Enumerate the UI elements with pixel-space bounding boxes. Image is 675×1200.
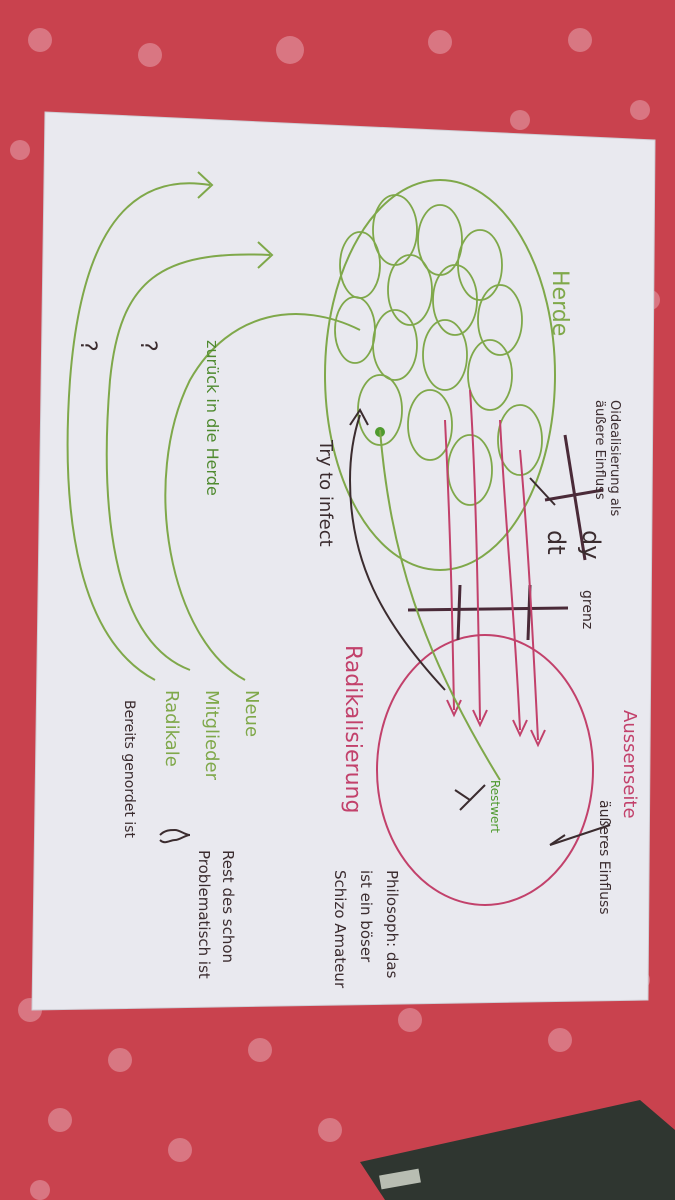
radikalisierung-arrows: [444, 389, 546, 748]
dark-arrows: [348, 408, 611, 846]
aussenseite-circle: [376, 634, 594, 906]
herd-members: [334, 194, 543, 506]
herde-ellipse: [324, 179, 556, 571]
green-return-arrows: [66, 171, 501, 781]
boundary-lines: [407, 434, 604, 641]
